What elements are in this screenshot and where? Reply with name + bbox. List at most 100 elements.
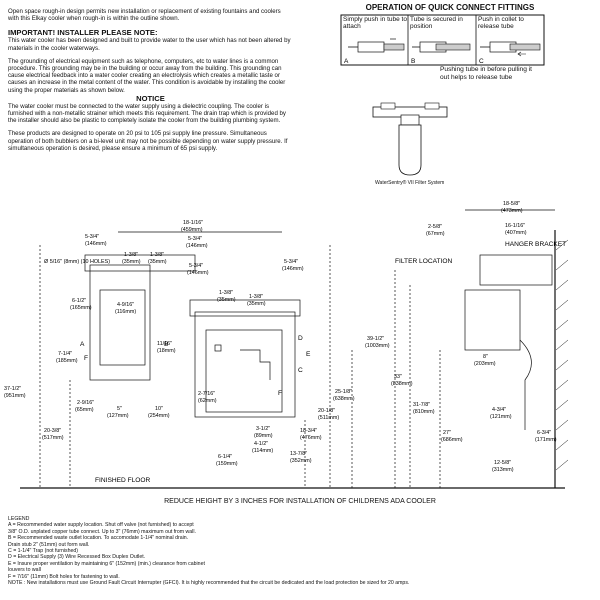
dim-text: 6-1/2"	[72, 298, 86, 304]
dim-text: 4-1/2"	[254, 441, 268, 447]
legend-line: E = Insure proper ventilation by maintai…	[8, 560, 205, 567]
dim-text: 2-5/8"	[428, 224, 442, 230]
dim-text: (459mm)	[181, 227, 203, 233]
dim-text: (127mm)	[107, 413, 129, 419]
fitting-b-text: Tube is secured in position	[410, 16, 463, 31]
dim-text: 5-3/4"	[188, 236, 202, 242]
dim-text: (35mm)	[148, 259, 167, 265]
dim-text: 4-9/16"	[117, 302, 134, 308]
filter-illustration	[372, 102, 448, 176]
dim-text: (35mm)	[122, 259, 141, 265]
hanger-bracket-label: HANGER BRACKET	[505, 241, 566, 248]
dim-text: (838mm)	[391, 381, 413, 387]
dim-text: (473mm)	[501, 208, 523, 214]
letter-f-right: F	[278, 390, 282, 397]
fitting-a-letter: A	[344, 58, 349, 65]
notice-heading: NOTICE	[136, 93, 165, 103]
intro-note: Open space rough-in design permits new i…	[8, 8, 281, 23]
dim-text: (165mm)	[70, 305, 92, 311]
notice-body: The water cooler must be connected to th…	[8, 102, 286, 125]
dim-text: 5-3/4"	[284, 259, 298, 265]
fittings-title: OPERATION OF QUICK CONNECT FITTINGS	[365, 3, 535, 12]
fitting-a-text: Simply push in tube to attach	[343, 16, 407, 31]
dim-text: 4-3/4"	[492, 407, 506, 413]
legend-line: louvers to wall	[8, 567, 41, 574]
dim-text: (686mm)	[441, 437, 463, 443]
dim-text: (352mm)	[290, 458, 312, 464]
dim-text: 25-1/8"	[335, 389, 352, 395]
important-heading: IMPORTANT! INSTALLER PLEASE NOTE:	[8, 28, 158, 38]
side-trap	[519, 339, 532, 430]
legend-note: NOTE : New installations must use Ground…	[8, 580, 410, 587]
fitting-c-letter: C	[479, 58, 484, 65]
left-cabinet-outline	[89, 264, 151, 381]
legend-line: 3/8" O.D. unplated copper tube connect. …	[8, 528, 196, 535]
dim-text: 7-1/4"	[58, 351, 72, 357]
dim-text: (810mm)	[413, 409, 435, 415]
side-basin-outline	[479, 254, 553, 286]
dim-text: 20-1/8"	[318, 408, 335, 414]
letter-e: E	[306, 351, 311, 358]
dim-text: (67mm)	[426, 231, 445, 237]
fitting-b-letter: B	[411, 58, 415, 65]
dim-text: 1-3/8"	[124, 252, 138, 258]
pressure-note: These products are designed to operate o…	[8, 130, 288, 152]
dim-text: (951mm)	[4, 393, 26, 399]
dim-text: 33"	[394, 374, 402, 380]
dim-text: 12-5/8"	[494, 460, 511, 466]
dim-text: (146mm)	[187, 270, 209, 276]
dim-text: 11/16"	[157, 341, 172, 347]
legend-line: D = Electrical Supply (3) Wire Recessed …	[8, 554, 146, 561]
dim-text: (511mm)	[318, 415, 339, 421]
dim-text: 3-1/2"	[256, 426, 270, 432]
dim-text: (65mm)	[75, 407, 94, 413]
dim-text: (18mm)	[157, 348, 176, 354]
grounding-note: The grounding of electrical equipment su…	[8, 57, 286, 94]
dim-text: 31-7/8"	[413, 402, 430, 408]
side-cabinet-outline	[464, 289, 521, 351]
dim-text: (407mm)	[505, 230, 527, 236]
filter-fitting	[424, 102, 440, 110]
dim-text: 5"	[117, 406, 122, 412]
holes-label: Ø 5/16" (8mm) (10 HOLES)	[44, 259, 110, 265]
dim-text: (254mm)	[148, 413, 170, 419]
letter-f-left: F	[84, 355, 88, 362]
dim-text: 10"	[155, 406, 163, 412]
dim-text: (121mm)	[490, 414, 512, 420]
filter-caption: WaterSentry® VII Filter System	[375, 180, 445, 186]
fitting-b-drawing	[412, 41, 471, 53]
letter-d: D	[298, 335, 303, 342]
dim-text: (146mm)	[85, 241, 107, 247]
side-dimensions: 39-1/2" (1003mm) 33" (838mm) 31-7/8" (81…	[365, 201, 557, 473]
left-basin-outline	[84, 254, 196, 272]
letter-b: B	[164, 341, 169, 348]
dim-text: (185mm)	[56, 358, 78, 364]
dim-text: 1-3/8"	[150, 252, 164, 258]
legend-line: B = Recommended waste outlet location. T…	[8, 535, 189, 542]
right-basin-outline	[189, 299, 301, 317]
reduce-height-note: REDUCE HEIGHT BY 3 INCHES FOR INSTALLATI…	[164, 498, 436, 505]
pushing-note: Pushing tube in before pulling it out he…	[440, 66, 533, 81]
dim-text: (517mm)	[42, 435, 64, 441]
dim-text: 5-3/4"	[189, 263, 203, 269]
dim-text: 2-7/16"	[198, 391, 215, 397]
dim-text: (159mm)	[216, 461, 238, 467]
legend-line: C = 1-1/4" Trap (not furnished)	[8, 548, 79, 555]
dim-text: (146mm)	[186, 243, 208, 249]
dim-text: 8"	[483, 354, 488, 360]
filter-location-label: FILTER LOCATION	[395, 258, 453, 265]
dim-text: (35mm)	[217, 297, 236, 303]
right-cabinet-outline	[194, 311, 296, 418]
dim-text: 16-1/16"	[505, 223, 525, 229]
dim-text: (114mm)	[252, 448, 273, 454]
letter-a: A	[80, 341, 85, 348]
legend-line: Drain stub 2" (51mm) out form wall.	[8, 541, 90, 548]
installation-notes: Open space rough-in design permits new i…	[8, 8, 293, 152]
fitting-a-drawing	[348, 38, 405, 53]
dim-text: 13-7/8"	[290, 451, 307, 457]
drain-line	[240, 349, 271, 380]
fittings-frame	[340, 14, 545, 66]
dim-text: 20-3/8"	[44, 428, 61, 434]
legend: LEGEND A = Recommended water supply loca…	[8, 516, 593, 586]
